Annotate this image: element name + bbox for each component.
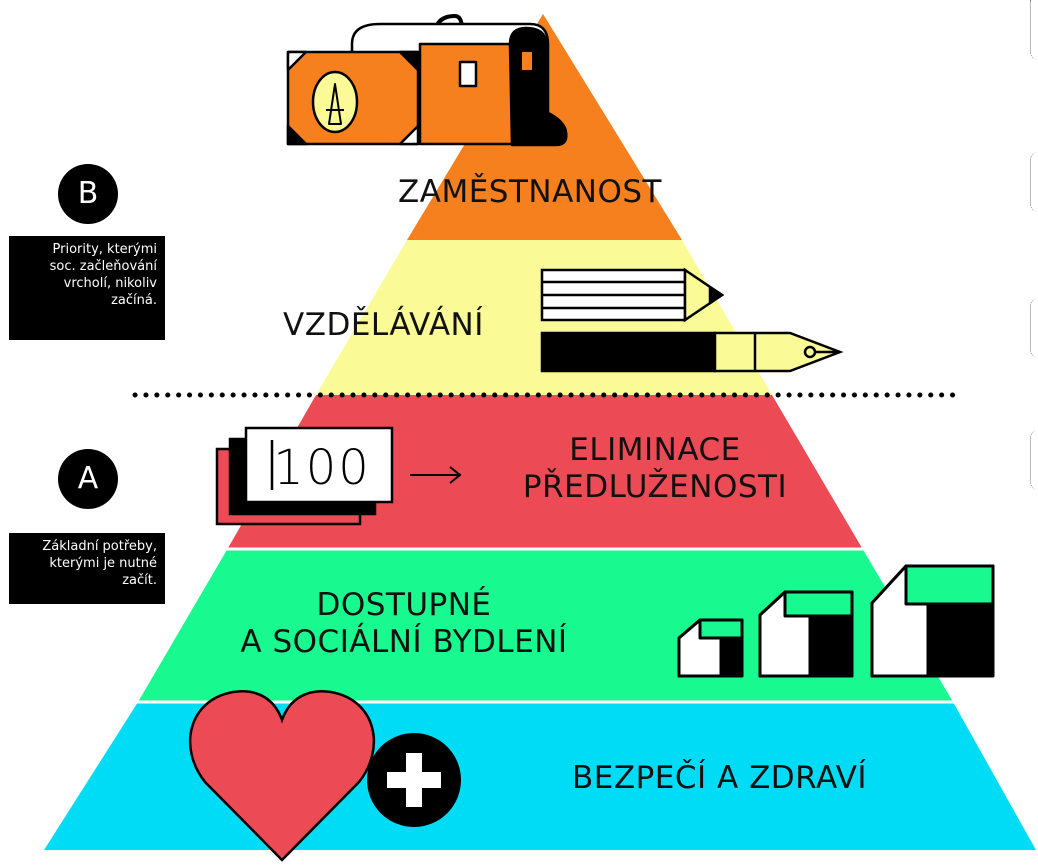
house-icon — [870, 564, 995, 678]
tier-label-housing-line2: A SOCIÁLNÍ BYDLENÍ — [240, 624, 568, 661]
tier-label-debt: ELIMINACE PŘEDLUŽENOSTI — [505, 432, 805, 506]
note-line: Základní potřeby, — [42, 539, 157, 554]
heart-icon — [189, 689, 375, 862]
tier-label-debt-line1: ELIMINACE — [569, 432, 741, 468]
note-line: začíná. — [111, 292, 157, 308]
edge-mark — [1030, 152, 1038, 212]
group-a-badge: A — [58, 449, 118, 509]
group-a-note: Základní potřeby, kterými je nutné začít… — [9, 533, 165, 604]
plus-icon — [367, 733, 461, 827]
house-icon — [677, 618, 744, 678]
note-line: začít. — [122, 572, 157, 588]
arrow-right-icon — [410, 466, 462, 484]
house-icon — [758, 590, 854, 678]
note-line: soc. začleňování — [49, 258, 157, 274]
tier-label-debt-line2: PŘEDLUŽENOSTI — [522, 469, 788, 506]
edge-mark — [1030, 430, 1038, 490]
banknote-stack-icon — [215, 426, 394, 526]
tier-label-housing-line1: DOSTUPNÉ — [316, 587, 492, 623]
tier-label-employment: ZAMĚSTNANOST — [398, 174, 662, 210]
banknote-value: 100 — [273, 440, 371, 496]
note-line: vrcholí, nikoliv — [63, 275, 157, 291]
pencil-icon — [540, 267, 725, 323]
tier-label-education: VZDĚLÁVÁNÍ — [283, 307, 484, 343]
fountain-pen-icon — [540, 331, 844, 373]
edge-mark — [1030, 0, 1038, 60]
note-line: kterými je nutné — [49, 555, 157, 571]
suitcase-icon — [286, 14, 568, 147]
edge-mark — [1030, 298, 1038, 358]
tier-label-housing: DOSTUPNÉ A SOCIÁLNÍ BYDLENÍ — [204, 587, 604, 661]
group-b-note: Priority, kterými soc. začleňování vrcho… — [9, 236, 165, 340]
group-b-badge: B — [58, 164, 118, 224]
note-line: Priority, kterými — [52, 242, 157, 257]
tier-housing — [138, 548, 953, 702]
tier-label-health: BEZPEČÍ A ZDRAVÍ — [572, 760, 868, 796]
